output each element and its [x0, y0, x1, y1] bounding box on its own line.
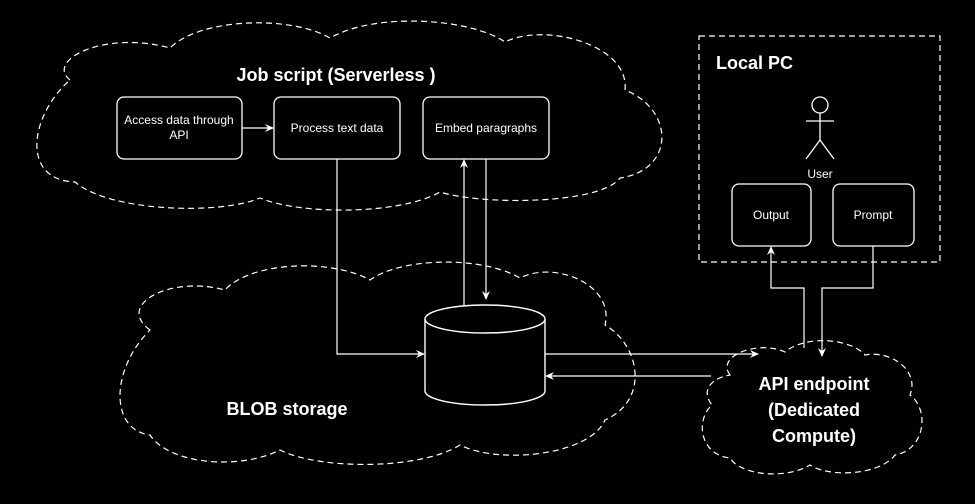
user-label: User — [807, 167, 832, 181]
user-icon — [805, 96, 835, 160]
access-data-label-line2: API — [169, 128, 188, 142]
api-endpoint-line1: API endpoint — [759, 374, 870, 394]
database-icon — [424, 304, 546, 406]
blob-storage-title: BLOB storage — [226, 399, 347, 419]
edge-process-to-db — [336, 159, 425, 358]
blob-storage-cloud — [119, 261, 636, 465]
edge-api-to-output — [767, 246, 805, 348]
embed-paragraphs-label: Embed paragraphs — [435, 121, 537, 135]
local-pc-box — [698, 35, 941, 263]
api-endpoint-line2: (Dedicated — [768, 400, 860, 420]
job-script-title: Job script (Serverless ) — [236, 65, 435, 85]
prompt-label: Prompt — [854, 208, 893, 222]
api-endpoint-line3: Compute) — [772, 426, 856, 446]
job-script-cloud — [36, 20, 663, 211]
local-pc-title: Local PC — [716, 53, 793, 73]
output-label: Output — [753, 208, 790, 222]
access-data-label-line1: Access data through — [124, 113, 233, 127]
api-endpoint-cloud — [701, 340, 923, 475]
process-text-label: Process text data — [291, 121, 384, 135]
edge-prompt-to-api — [818, 246, 874, 357]
